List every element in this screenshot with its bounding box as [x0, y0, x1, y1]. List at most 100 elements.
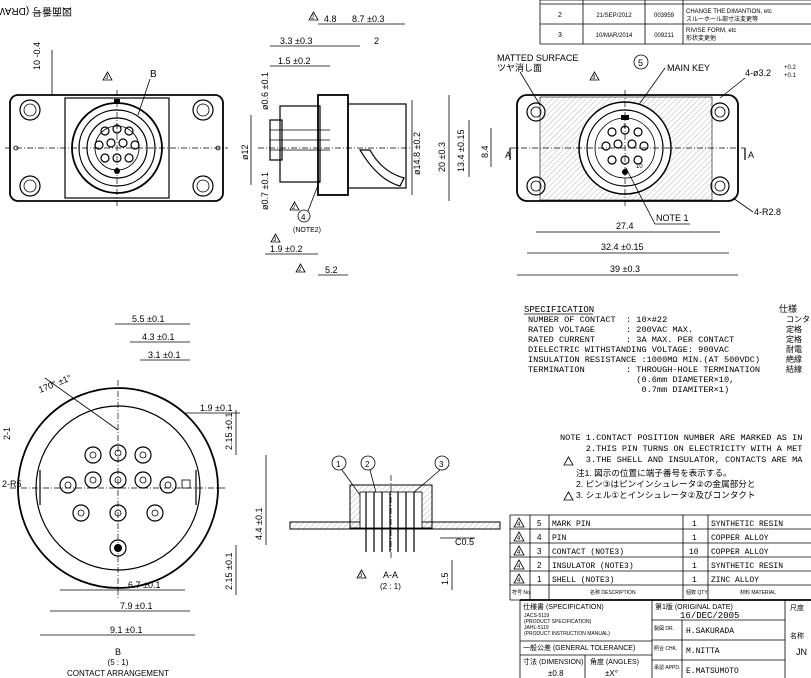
detail-b: 5.5 ±0.1 4.3 ±0.1 3.1 ±0.1 1.9 ±0.1 170°…: [2, 314, 267, 678]
svg-text:SYNTHETIC RESIN: SYNTHETIC RESIN: [711, 520, 783, 529]
section-contact-icon: [365, 492, 415, 552]
spec-title: SPECIFICATION: [524, 305, 594, 315]
rev-2-desc-jp: スルーホール部寸法変更等: [686, 15, 758, 23]
front-view: 10 -0.4 3 B: [5, 42, 228, 206]
svg-text:DIELECTRIC WITHSTANDING VOLTAG: DIELECTRIC WITHSTANDING VOLTAGE: 900VAC: [528, 345, 729, 355]
svg-text:3. シェル①とインシュレータ②及びコンタクト: 3. シェル①とインシュレータ②及びコンタクト: [576, 490, 755, 500]
callout-b: B: [150, 69, 157, 80]
svg-text:3: 3: [105, 75, 109, 81]
svg-text:SHELL (NOTE3): SHELL (NOTE3): [552, 576, 614, 585]
svg-text:4: 4: [517, 522, 521, 528]
dim-c05: C0.5: [455, 537, 474, 547]
svg-text:COPPER ALLOY: COPPER ALLOY: [711, 534, 769, 543]
dim-148: ø14.8 ±0.2: [412, 132, 422, 175]
svg-text:H.SAKURADA: H.SAKURADA: [686, 627, 734, 636]
svg-text:1: 1: [692, 534, 697, 543]
svg-text:寸法 (DIMENSION): 寸法 (DIMENSION): [523, 657, 583, 666]
dim-55: 5.5 ±0.1: [132, 314, 164, 324]
svg-text:4: 4: [301, 213, 306, 222]
bom-table: 4 5 MARK PIN 1 SYNTHETIC RESIN 4 4 PIN 1…: [509, 514, 811, 601]
dim-07: ø0.7 ±0.1: [260, 172, 270, 210]
rev-3-desc-jp: 形状変更他: [686, 34, 716, 42]
bom-header-qty: 個数 QTY.: [686, 589, 708, 596]
svg-text:尺度: 尺度: [790, 603, 804, 612]
svg-text:仕様書 (SPECIFICATION): 仕様書 (SPECIFICATION): [523, 602, 604, 611]
side-flange: [317, 94, 349, 196]
rev-3-no: 009211: [654, 33, 674, 39]
svg-text:1: 1: [692, 576, 697, 585]
front-dim-top: 10 -0.4: [32, 42, 42, 70]
dim-06: ø0.6 ±0.1: [260, 72, 270, 110]
dim-15: 1.5 ±0.2: [278, 56, 310, 66]
svg-text:(NOTE2): (NOTE2): [293, 227, 321, 234]
specification-block: SPECIFICATION NUMBER OF CONTACT : 10×#22…: [524, 303, 810, 395]
spec-title-jp: 仕様: [779, 303, 797, 314]
svg-text:4: 4: [517, 536, 521, 542]
svg-text:INSULATOR (NOTE3): INSULATOR (NOTE3): [552, 562, 634, 571]
svg-text:4: 4: [537, 533, 542, 542]
dim-274: 27.4: [616, 221, 634, 231]
dim-19b: 1.9 ±0.1: [200, 403, 232, 413]
latch-key: [358, 149, 405, 187]
svg-text:2: 2: [298, 267, 302, 273]
svg-text:NUMBER OF CONTACT : 10×#22: NUMBER OF CONTACT : 10×#22: [528, 315, 667, 325]
rev-2-no: 003959: [654, 13, 675, 19]
svg-text:±0.8: ±0.8: [548, 669, 564, 678]
section-label: A-A: [383, 570, 398, 580]
svg-text:注1. 図示の位置に端子番号を表示する。: 注1. 図示の位置に端子番号を表示する。: [576, 467, 732, 478]
dim-33: 3.3 ±0.3: [280, 36, 312, 46]
svg-text:M.NITTA: M.NITTA: [686, 647, 720, 656]
dim-84: 8.4: [480, 145, 490, 158]
rear-hole-icon: [526, 102, 730, 196]
dim-79: 7.9 ±0.1: [120, 601, 152, 611]
dim-87: 8.7 ±0.3: [352, 14, 384, 24]
radius-label: 4-R2.8: [754, 207, 781, 217]
svg-text:第1版 (ORIGINAL DATE): 第1版 (ORIGINAL DATE): [655, 602, 733, 611]
dim-324: 32.4 ±0.15: [601, 242, 643, 252]
dim-15-sec: 1.5: [440, 572, 450, 585]
svg-text:3: 3: [439, 460, 444, 469]
svg-text:(2 : 1): (2 : 1): [380, 582, 401, 591]
svg-text:TERMINATION : THROUGH-H: TERMINATION : THROUGH-HOLE TERMINATION: [528, 365, 760, 375]
dim-2-1: 2-1: [2, 427, 12, 440]
bom-header-desc: 名称 DESCRIPTION: [590, 589, 636, 596]
drawing-no-label: 図面番号 (DRAWING NO.): [0, 5, 72, 17]
dim-67: 6.7 ±0.1: [128, 580, 160, 590]
main-key-label: MAIN KEY: [667, 63, 710, 73]
svg-text:A: A: [505, 150, 511, 160]
svg-text:3: 3: [273, 237, 277, 243]
rev-3-desc: RIVISE FORM, etc: [686, 28, 736, 34]
svg-text:コンタ: コンタ: [786, 315, 810, 324]
dim-134: 13.4 ±0.15: [456, 130, 466, 172]
dim-2r5: 2-R5: [2, 479, 22, 489]
svg-text:JAHL-5119: JAHL-5119: [524, 625, 549, 631]
svg-text:一般公差 (GENERAL TOLERANCE): 一般公差 (GENERAL TOLERANCE): [523, 643, 635, 652]
svg-text:RATED VOLTAGE : 200VAC MA: RATED VOLTAGE : 200VAC MAX.: [528, 325, 693, 335]
svg-text:PIN: PIN: [552, 534, 567, 543]
svg-text:定格: 定格: [786, 334, 802, 344]
svg-text:CONTACT (NOTE3): CONTACT (NOTE3): [552, 548, 624, 557]
dim-215-top: 2.15 ±0.1: [224, 413, 234, 450]
svg-text:3.THE SHELL AND INSULATOR, CON: 3.THE SHELL AND INSULATOR, CONTACTS ARE …: [560, 455, 803, 465]
svg-text:+0.1: +0.1: [784, 73, 797, 79]
svg-text:A: A: [748, 150, 754, 160]
holes-label: 4-ø3.2: [745, 68, 771, 78]
svg-text:INSULATION RESISTANCE :1000MΩ: INSULATION RESISTANCE :1000MΩ MIN.(AT 50…: [528, 355, 760, 365]
dim-48: 4.8: [324, 14, 337, 24]
contact-pin-icon: [94, 124, 140, 174]
svg-text:2.THIS PIN TURNS ON ELECTRICIT: 2.THIS PIN TURNS ON ELECTRICITY WITH A M…: [560, 444, 802, 454]
rev-triangle: [102, 71, 113, 81]
dim-52: 5.2: [325, 265, 338, 275]
svg-text:角度 (ANGLES): 角度 (ANGLES): [590, 657, 639, 666]
svg-text:4: 4: [517, 550, 521, 556]
svg-text:±X°: ±X°: [605, 669, 618, 678]
rev-3-date: 10/MAR/2014: [596, 33, 633, 39]
revision-table: 2 21/SEP/2012 003959 CHANGE THE DIMANTIO…: [539, 0, 811, 45]
rev-2-desc: CHANGE THE DIMANTION, etc: [686, 9, 772, 15]
svg-text:4: 4: [517, 564, 521, 570]
svg-text:絶縁: 絶縁: [786, 354, 802, 364]
svg-text:承認 APPD.: 承認 APPD.: [654, 664, 680, 671]
svg-text:0.7mm DIAMITER×1): 0.7mm DIAMITER×1): [528, 385, 729, 395]
original-date: 16/DEC/2005: [680, 611, 739, 621]
svg-text:耐電: 耐電: [786, 344, 802, 354]
